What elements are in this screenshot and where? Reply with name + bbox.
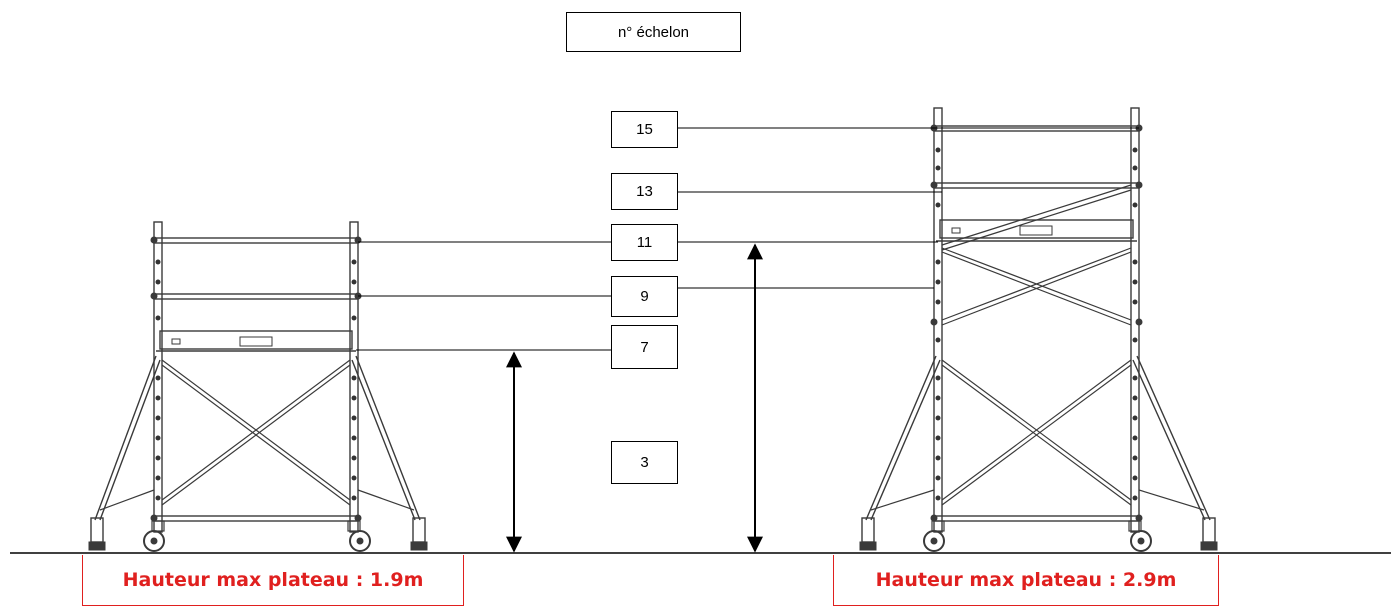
left-max-height-caption: Hauteur max plateau : 1.9m — [82, 555, 464, 606]
left-scaffold — [88, 221, 428, 552]
right-scaffold — [859, 107, 1218, 552]
right-max-height-caption: Hauteur max plateau : 2.9m — [833, 555, 1219, 606]
leader-lines — [356, 127, 1139, 351]
rung-11-label: 11 — [611, 224, 678, 261]
rung-15-label: 15 — [611, 111, 678, 148]
rung-7-label: 7 — [611, 325, 678, 369]
rung-13-label: 13 — [611, 173, 678, 210]
header-label: n° échelon — [566, 12, 741, 52]
rung-3-label: 3 — [611, 441, 678, 484]
rung-9-label: 9 — [611, 276, 678, 317]
